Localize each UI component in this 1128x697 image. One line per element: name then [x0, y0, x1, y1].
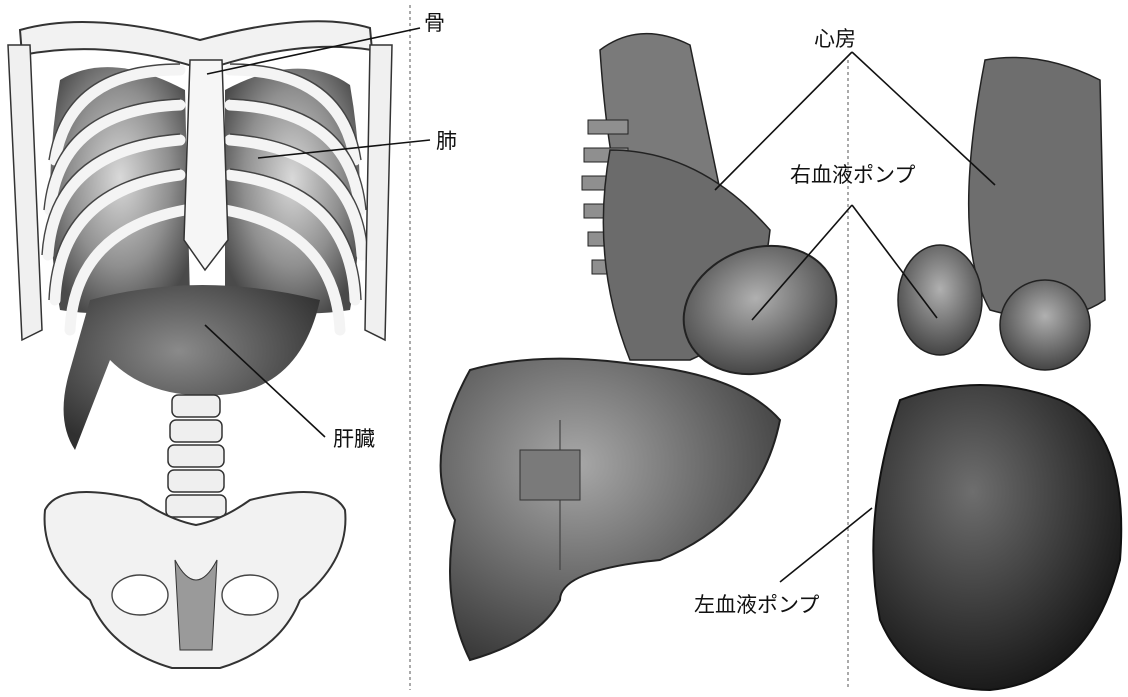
right-pump-front-a	[898, 245, 982, 355]
label-left-pump: 左血液ポンプ	[694, 593, 819, 617]
skeleton-panel	[8, 21, 392, 668]
label-right-pump: 右血液ポンプ	[790, 163, 915, 187]
heart-side-panel	[441, 34, 855, 660]
label-atrium: 心房	[814, 27, 856, 51]
right-pump-front-b	[1000, 280, 1090, 370]
left-pump-heart	[873, 385, 1121, 690]
label-lung: 肺	[436, 129, 457, 153]
label-bone: 骨	[424, 11, 445, 35]
label-liver: 肝臓	[333, 427, 375, 451]
heart-front-panel	[873, 58, 1121, 691]
